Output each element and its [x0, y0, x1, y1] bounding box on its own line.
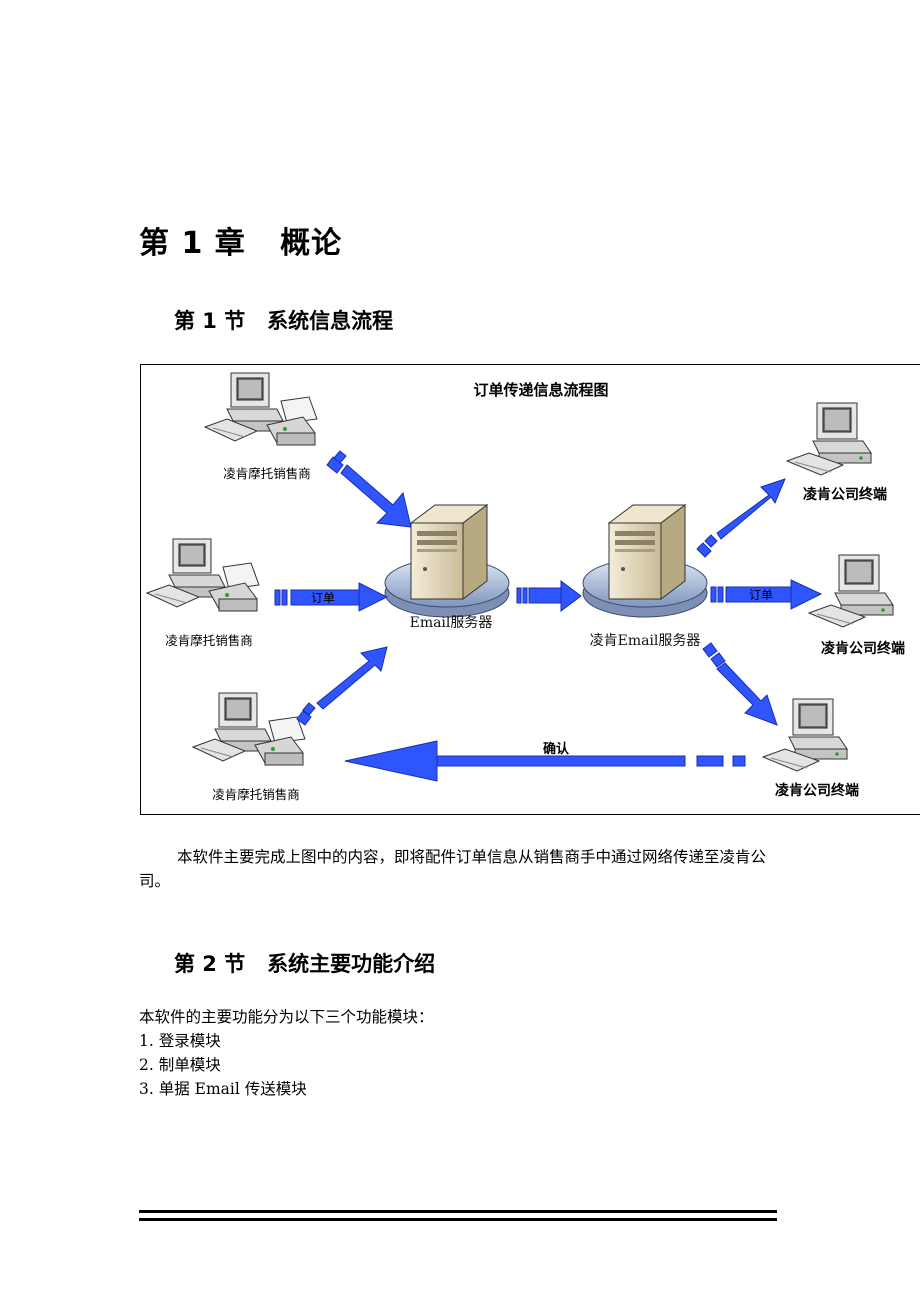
dealer-computer-icon [146, 538, 260, 612]
terminal-label: 凌肯公司终端 [775, 782, 859, 799]
company-email-server-icon [582, 504, 708, 618]
arrow-confirm [344, 740, 746, 782]
email-server-label: Email服务器 [410, 615, 493, 631]
terminal-computer-icon [762, 698, 848, 772]
section-title-1: 第 1 节 系统信息流程 [174, 309, 394, 333]
dealer-computer-icon [204, 372, 318, 446]
modules-intro: 本软件的主要功能分为以下三个功能模块： [139, 1008, 434, 1026]
flow-diagram: 订单传递信息流程图 凌肯摩托销售商 凌肯摩托销售商 凌肯摩托销售商 Email服… [140, 364, 920, 815]
order-label: 订单 [749, 588, 773, 602]
arrow-dealer1-to-server [326, 450, 412, 528]
arrow-dealer2-to-server [274, 582, 389, 612]
terminal-label: 凌肯公司终端 [803, 486, 887, 503]
terminal-computer-icon [786, 402, 872, 476]
arrow-server-to-company-server [516, 580, 582, 612]
arrow-to-terminal-2 [710, 579, 823, 610]
terminal-label: 凌肯公司终端 [821, 640, 905, 657]
footer-divider [139, 1218, 777, 1221]
order-label: 订单 [311, 591, 335, 605]
list-item: 1. 登录模块 [139, 1032, 221, 1050]
section-title-2: 第 2 节 系统主要功能介绍 [174, 952, 436, 976]
diagram-title: 订单传递信息流程图 [473, 381, 608, 399]
arrow-to-terminal-3 [702, 642, 778, 726]
flow-diagram-canvas: 订单传递信息流程图 凌肯摩托销售商 凌肯摩托销售商 凌肯摩托销售商 Email服… [146, 372, 905, 802]
terminal-computer-icon [808, 554, 894, 628]
footer-divider [139, 1210, 777, 1213]
company-email-server-label: 凌肯Email服务器 [590, 633, 701, 649]
arrow-dealer3-to-server [296, 646, 388, 726]
intro-paragraph: 本软件主要完成上图中的内容，即将配件订单信息从销售商手中通过网络传递至凌肯公司。 [139, 848, 767, 890]
dealer-computer-icon [192, 692, 306, 766]
chapter-title: 第 1 章 概论 [139, 226, 343, 261]
confirm-label: 确认 [543, 741, 570, 757]
dealer-label: 凌肯摩托销售商 [223, 466, 311, 481]
module-list: 1. 登录模块 2. 制单模块 3. 单据 Email 传送模块 [139, 1029, 307, 1101]
dealer-label: 凌肯摩托销售商 [165, 633, 253, 648]
arrow-to-terminal-1 [696, 478, 786, 558]
list-item: 3. 单据 Email 传送模块 [139, 1080, 307, 1098]
dealer-label: 凌肯摩托销售商 [212, 787, 300, 802]
list-item: 2. 制单模块 [139, 1056, 221, 1074]
